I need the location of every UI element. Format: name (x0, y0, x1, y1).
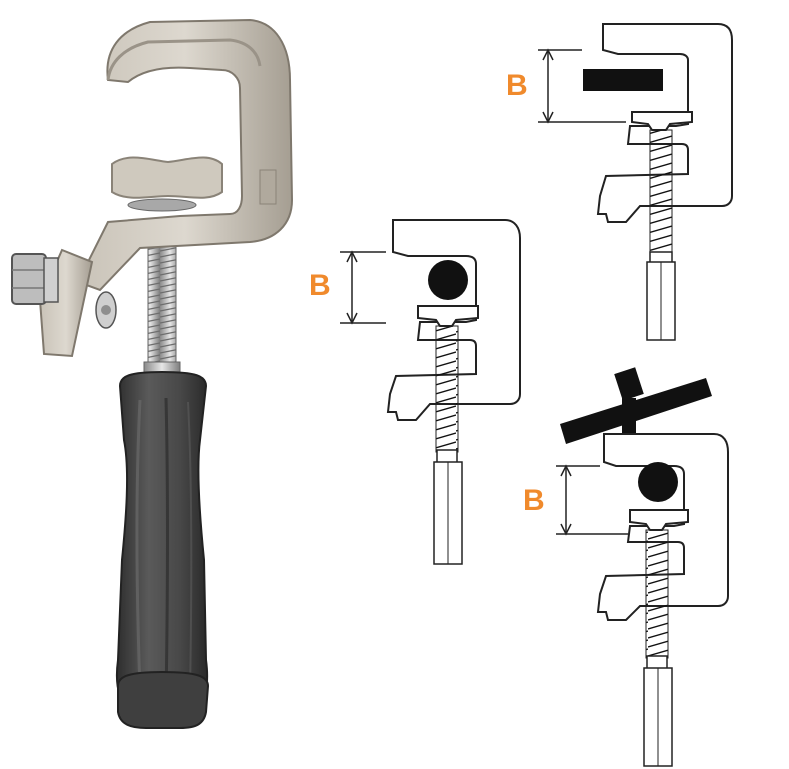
diagram-spring (645, 529, 669, 659)
diagram-round-bar: B (309, 219, 521, 565)
dimension-line (340, 250, 386, 325)
grip-end-cap (117, 670, 210, 729)
diagram-clamp-outline (596, 23, 733, 223)
clamp-upper-jaw (106, 38, 262, 81)
tbar-lever (560, 367, 712, 444)
diagram-flat-bar: B (506, 23, 733, 341)
flat-bar-workpiece (583, 69, 663, 91)
dimension-line (538, 48, 626, 124)
diagram-spring (435, 325, 459, 453)
dimension-label-b: B (506, 69, 528, 102)
diagram-round-bar-tbar: B (523, 367, 729, 767)
side-bolt (11, 248, 117, 358)
rubber-grip (115, 370, 209, 717)
threaded-screw (147, 239, 177, 381)
round-bar-workpiece (428, 260, 468, 300)
dimension-label-b: B (309, 269, 331, 302)
cast-marking (259, 169, 277, 205)
dimension-label-b: B (523, 484, 545, 517)
dimension-line (556, 464, 628, 536)
clamp-photo (11, 18, 294, 729)
pad-washer (127, 198, 197, 212)
clamp-body (76, 18, 294, 292)
round-bar-workpiece (638, 462, 678, 502)
diagram-spring (649, 129, 673, 257)
pressure-pad (111, 156, 223, 199)
